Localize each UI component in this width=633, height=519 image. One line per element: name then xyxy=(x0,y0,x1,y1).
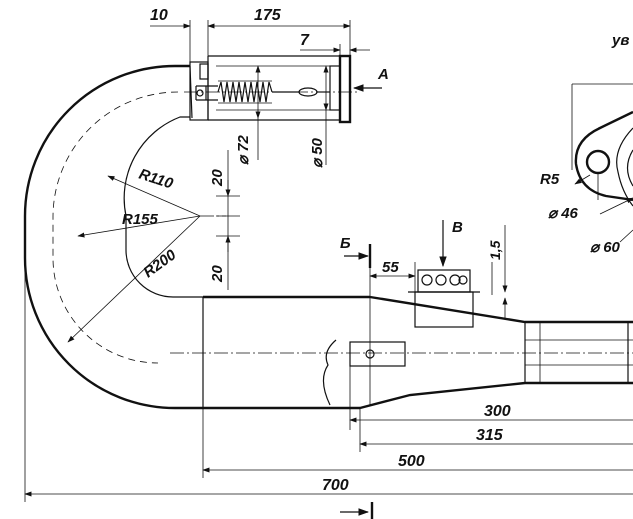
spring-mount-assembly xyxy=(184,54,360,124)
expansion-chamber xyxy=(170,262,633,410)
dim-175: 175 xyxy=(254,7,282,24)
dim-500: 500 xyxy=(398,453,425,470)
radius-r200: R200 xyxy=(140,246,180,281)
dimension-lines xyxy=(24,20,633,519)
dim-dia-46: ⌀ 46 xyxy=(548,205,579,222)
dim-1-5: 1,5 xyxy=(487,240,503,260)
enlarged-view-label: ув xyxy=(611,32,629,49)
section-b-label: Б xyxy=(340,235,351,252)
flange-detail-view xyxy=(571,83,633,243)
dim-300: 300 xyxy=(484,403,511,420)
view-a-label: А xyxy=(377,66,389,83)
dim-dia-50: ⌀ 50 xyxy=(309,137,326,168)
dim-dia-72: ⌀ 72 xyxy=(235,134,252,165)
dim-dia-60: ⌀ 60 xyxy=(590,239,621,256)
spring-coil xyxy=(217,81,273,103)
dim-20-bottom: 20 xyxy=(209,265,226,283)
dim-10: 10 xyxy=(150,7,168,24)
dim-55: 55 xyxy=(382,259,399,276)
view-v-label: В xyxy=(452,219,463,236)
radius-r5: R5 xyxy=(540,171,560,188)
dim-700: 700 xyxy=(322,477,349,494)
u-bend-pipe xyxy=(23,64,226,410)
dim-20-top: 20 xyxy=(209,169,226,187)
radius-r110: R110 xyxy=(137,166,176,193)
dim-315: 315 xyxy=(476,427,504,444)
radius-r155: R155 xyxy=(122,211,159,228)
dimension-labels: 10 175 7 А ⌀ 72 ⌀ 50 R110 R155 R200 20 2… xyxy=(122,7,629,494)
dim-7: 7 xyxy=(300,32,310,49)
